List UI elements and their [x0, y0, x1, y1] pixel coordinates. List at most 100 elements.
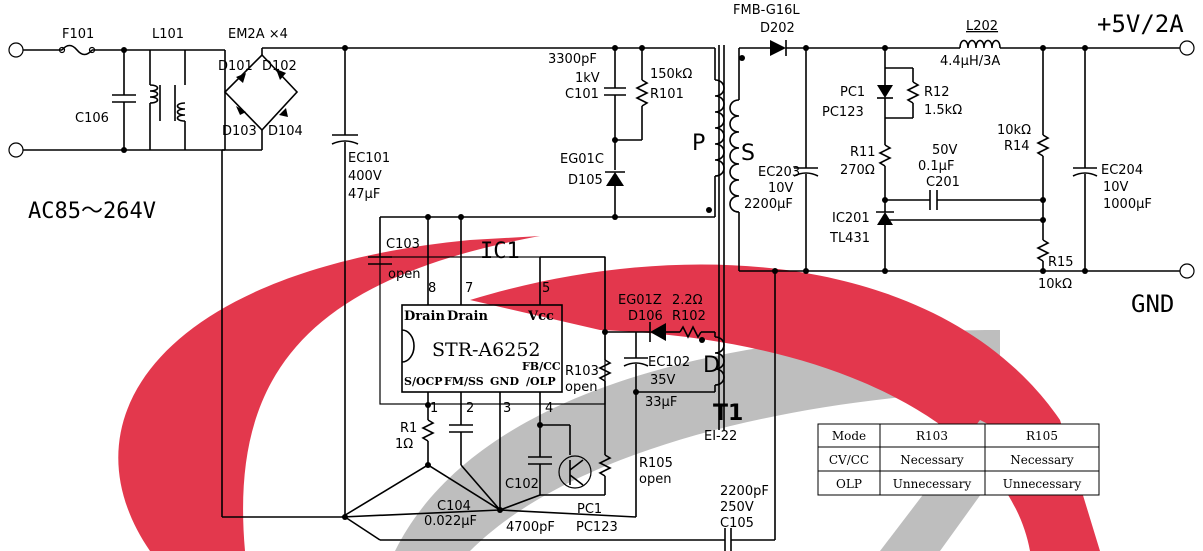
label-t1: T1 — [713, 401, 743, 426]
led-pc1 — [877, 85, 893, 98]
label-d104: D104 — [268, 124, 303, 139]
label-c201: C201 — [926, 175, 960, 190]
resistor-r102 — [679, 325, 702, 339]
label-c103: C103 — [386, 237, 420, 252]
label-c102: C102 — [505, 477, 539, 492]
winding-d — [714, 336, 725, 386]
label-pin-fmss: FM/SS — [444, 375, 484, 388]
label-ec204-capacitance: 1000μF — [1103, 197, 1152, 212]
label-ec203-capacitance: 2200μF — [744, 197, 793, 212]
label-pin-gnd: GND — [490, 375, 519, 388]
label-r103: R103 — [565, 364, 599, 379]
label-ec204: EC204 — [1101, 163, 1143, 178]
resistor-r15 — [1036, 239, 1050, 262]
label-pin-olp: /OLP — [526, 375, 556, 388]
label-d105: D105 — [568, 173, 603, 188]
label-r12-value: 1.5kΩ — [924, 103, 962, 118]
choke-l101 — [149, 50, 186, 150]
label-ec102: EC102 — [648, 355, 690, 370]
transformer-t1 — [380, 45, 745, 430]
diode-d202 — [770, 40, 786, 56]
label-r14-value: 10kΩ — [997, 123, 1031, 138]
label-r1: R1 — [400, 421, 417, 436]
label-f101: F101 — [62, 27, 94, 42]
label-ec102-capacitance: 33μF — [645, 395, 677, 410]
label-ec101: EC101 — [348, 151, 390, 166]
watermark-gray-arc — [395, 330, 1000, 551]
inductor-l202 — [959, 39, 1001, 49]
label-d202: D202 — [760, 21, 795, 36]
label-pc123-led: PC123 — [822, 105, 864, 120]
label-ec102-voltage: 35V — [650, 373, 676, 388]
watermark-red-arc — [118, 236, 541, 551]
winding-p — [714, 79, 725, 177]
label-winding-d: D — [703, 353, 720, 378]
table-cell-mode-1: CV/CC — [829, 453, 869, 467]
table-cell-mode-2: OLP — [836, 477, 862, 491]
label-c201-capacitance: 0.1μF — [918, 159, 954, 174]
watermark-logo — [118, 236, 1100, 551]
table-cell-r103-2: Unnecessary — [893, 477, 972, 491]
label-l202-value: 4.4μH/3A — [940, 54, 1000, 69]
label-c4700: 4700pF — [506, 520, 555, 535]
label-chip-name: STR-A6252 — [432, 339, 541, 361]
label-output-voltage: +5V/2A — [1097, 10, 1184, 38]
output-terminal-plus — [1179, 40, 1195, 56]
label-pc1-led: PC1 — [840, 85, 865, 100]
label-pc123-transistor: PC123 — [576, 520, 618, 535]
output-terminal-gnd — [1179, 263, 1195, 279]
label-eg01z: EG01Z — [618, 293, 662, 308]
label-d101: D101 — [218, 59, 253, 74]
label-c101: C101 — [565, 87, 599, 102]
label-c105-value: 2200pF — [720, 484, 769, 499]
label-c201-voltage: 50V — [932, 143, 958, 158]
label-r15-value: 10kΩ — [1038, 277, 1072, 292]
ac-input-section — [8, 42, 715, 520]
label-pin7: 7 — [465, 281, 473, 296]
label-ec101-capacitance: 47μF — [348, 187, 380, 202]
label-pin8: 8 — [428, 281, 436, 296]
label-c101-voltage: 1kV — [575, 71, 600, 86]
resistor-r14 — [1036, 134, 1050, 157]
label-pin5: 5 — [542, 281, 550, 296]
aux-supply — [598, 257, 716, 517]
label-c103-open: open — [388, 267, 420, 282]
label-ic201: IC201 — [832, 211, 870, 226]
bridge-rectifier — [223, 48, 299, 150]
winding-s — [729, 99, 740, 213]
label-r15: R15 — [1048, 255, 1074, 270]
label-r12: R12 — [924, 85, 950, 100]
ac-terminal-bottom — [8, 142, 24, 158]
labels: F101 L101 EM2A ×4 D101 D102 D103 D104 C1… — [28, 3, 1184, 535]
label-output-gnd: GND — [1131, 290, 1174, 318]
label-pin3: 3 — [503, 401, 511, 416]
resistor-r12 — [906, 81, 920, 104]
table-header-r105: R105 — [1026, 429, 1058, 443]
label-r11-value: 270Ω — [840, 163, 875, 178]
table-header-mode: Mode — [832, 429, 866, 443]
label-r102-value: 2.2Ω — [672, 293, 703, 308]
label-pin1: 1 — [430, 401, 438, 416]
secondary-section — [739, 39, 1195, 279]
label-drain-1: Drain — [404, 309, 445, 324]
table-cell-r105-1: Necessary — [1010, 453, 1074, 467]
label-r105: R105 — [639, 456, 673, 471]
label-em2a: EM2A ×4 — [228, 27, 288, 42]
label-r101-value: 150kΩ — [650, 67, 692, 82]
shunt-regulator-ic201 — [877, 212, 893, 225]
label-vcc: Vcc — [527, 309, 554, 324]
chip-str-a6252 — [401, 304, 563, 393]
label-c104: C104 — [437, 499, 471, 514]
watermark-red-swoosh — [470, 264, 1100, 551]
resistor-r101 — [635, 79, 649, 107]
label-winding-s: S — [741, 141, 755, 166]
label-d103: D103 — [222, 124, 257, 139]
label-ic1: IC1 — [480, 239, 520, 264]
label-pin-socp: S/OCP — [404, 375, 443, 388]
label-d102: D102 — [262, 59, 297, 74]
label-ac-input: AC85～264V — [28, 199, 156, 224]
mode-table: Mode R103 R105 CV/CC Necessary Necessary… — [817, 423, 1100, 496]
snubber-network — [604, 45, 649, 220]
